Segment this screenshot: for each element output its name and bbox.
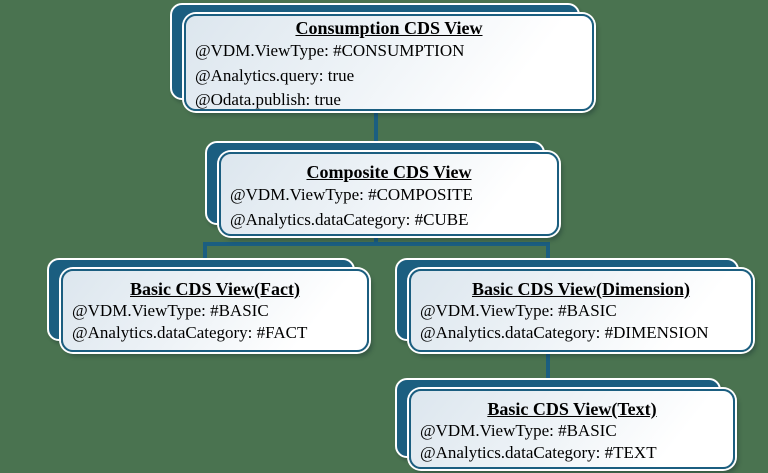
connector-composite-stem — [374, 230, 378, 246]
node-basic-cds-view-dimension: Basic CDS View(Dimension) @VDM.ViewType:… — [395, 258, 753, 352]
connector-dimension-to-text — [546, 350, 550, 384]
annotation-line: @VDM.ViewType: #CONSUMPTION — [195, 41, 465, 60]
node-title: Consumption CDS View — [295, 18, 483, 38]
annotation-line: @Analytics.dataCategory: #TEXT — [420, 443, 657, 462]
connector-branch-right-to-dimension — [546, 242, 550, 264]
node-card: Basic CDS View(Dimension) @VDM.ViewType:… — [409, 269, 753, 352]
node-basic-cds-view-fact: Basic CDS View(Fact) @VDM.ViewType: #BAS… — [47, 258, 369, 352]
node-card: Composite CDS View @VDM.ViewType: #COMPO… — [219, 152, 559, 236]
annotation-line: @VDM.ViewType: #BASIC — [420, 301, 617, 320]
annotation-line: @VDM.ViewType: #BASIC — [420, 421, 617, 440]
annotation-line: @Analytics.query: true — [195, 65, 355, 85]
node-title: Basic CDS View(Fact) — [130, 279, 300, 299]
connector-branch-horizontal — [203, 242, 550, 246]
node-card: Basic CDS View(Fact) @VDM.ViewType: #BAS… — [61, 269, 369, 352]
connector-branch-left-to-fact — [203, 242, 207, 264]
annotation-line: @Analytics.dataCategory: #CUBE — [230, 209, 469, 229]
node-title: Basic CDS View(Text) — [487, 399, 657, 419]
annotation-line: @Analytics.dataCategory: #FACT — [72, 323, 308, 342]
connector-consumption-to-composite — [374, 104, 378, 146]
annotation-line: @Odata.publish: true — [195, 90, 341, 109]
node-title: Composite CDS View — [306, 162, 472, 182]
annotation-line: @Analytics.dataCategory: #DIMENSION — [420, 323, 709, 342]
node-title: Basic CDS View(Dimension) — [471, 279, 690, 299]
annotation-line: @VDM.ViewType: #BASIC — [72, 301, 269, 320]
node-consumption-cds-view: Consumption CDS View @VDM.ViewType: #CON… — [170, 3, 594, 111]
node-composite-cds-view: Composite CDS View @VDM.ViewType: #COMPO… — [205, 141, 559, 236]
node-card: Basic CDS View(Text) @VDM.ViewType: #BAS… — [409, 389, 735, 469]
node-basic-cds-view-text: Basic CDS View(Text) @VDM.ViewType: #BAS… — [395, 378, 735, 469]
annotation-line: @VDM.ViewType: #COMPOSITE — [230, 185, 473, 204]
node-card: Consumption CDS View @VDM.ViewType: #CON… — [184, 14, 594, 111]
